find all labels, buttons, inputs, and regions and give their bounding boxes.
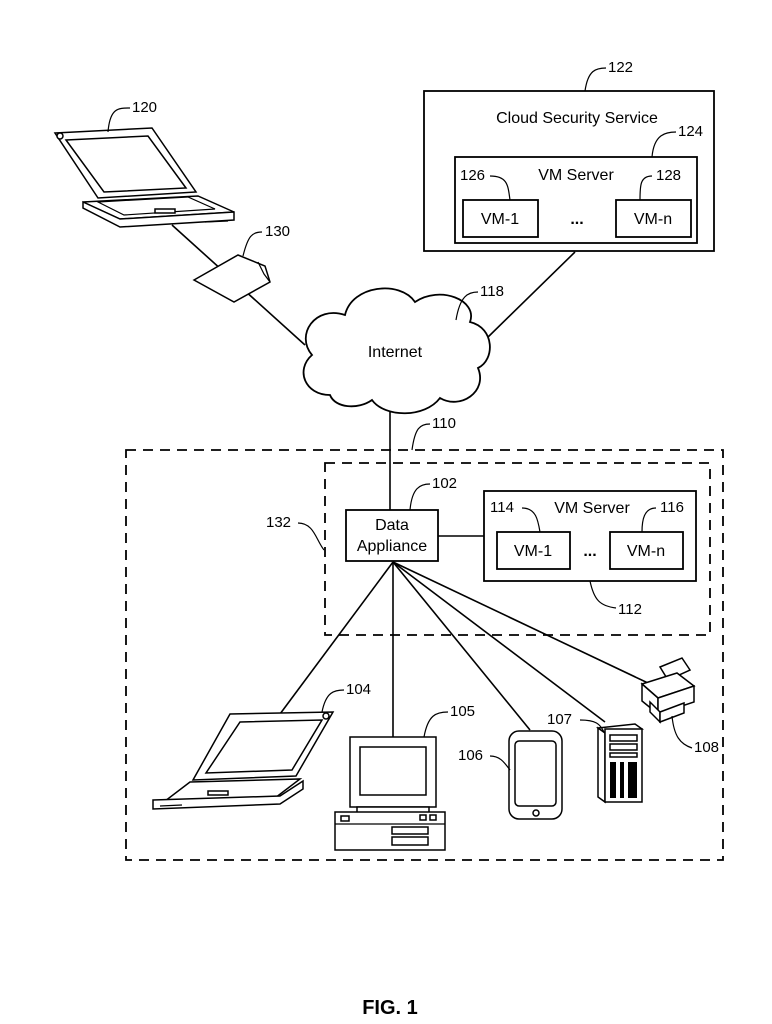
ref-122: 122 xyxy=(608,59,633,76)
ref-102: 102 xyxy=(432,475,457,492)
appliance-label-line1: Data xyxy=(375,517,409,534)
ref-114: 114 xyxy=(490,499,514,516)
enterprise-vm-server-title: VM Server xyxy=(554,500,630,517)
cloud-vm-server-title: VM Server xyxy=(538,167,614,184)
ref-120: 120 xyxy=(132,99,157,116)
enterprise-vm-n-label: VM-n xyxy=(627,543,665,560)
desktop-105 xyxy=(335,737,445,850)
enterprise-vm-1-label: VM-1 xyxy=(514,543,552,560)
ref-126: 126 xyxy=(460,167,485,184)
message-130 xyxy=(194,255,270,302)
ref-118: 118 xyxy=(480,283,504,300)
cloud-vm-n-label: VM-n xyxy=(634,211,672,228)
ref-104: 104 xyxy=(346,681,371,698)
printer-108 xyxy=(642,658,694,722)
link-appliance-server107 xyxy=(393,562,605,722)
ref-132: 132 xyxy=(266,514,291,531)
ref-128: 128 xyxy=(656,167,681,184)
appliance-label-line2: Appliance xyxy=(357,538,427,555)
figure-caption: FIG. 1 xyxy=(362,997,418,1019)
laptop-104 xyxy=(153,712,333,809)
ref-112: 112 xyxy=(618,601,642,618)
ref-110: 110 xyxy=(432,415,456,432)
internet-cloud: Internet xyxy=(304,288,490,413)
cloud-vm-ellipsis: ... xyxy=(570,211,583,228)
ref-130: 130 xyxy=(265,223,290,240)
ref-124: 124 xyxy=(678,123,703,140)
data-appliance: Data Appliance xyxy=(346,510,438,561)
ref-107: 107 xyxy=(547,711,572,728)
laptop-120 xyxy=(55,128,234,227)
cloud-vm-1-label: VM-1 xyxy=(481,211,519,228)
ref-116: 116 xyxy=(660,499,684,516)
ref-108: 108 xyxy=(694,739,719,756)
server-107 xyxy=(598,724,642,802)
phone-106 xyxy=(509,731,562,819)
cloud-service-title: Cloud Security Service xyxy=(496,110,658,127)
ref-106: 106 xyxy=(458,747,483,764)
ref-105: 105 xyxy=(450,703,475,720)
internet-label: Internet xyxy=(368,344,423,361)
enterprise-vm-ellipsis: ... xyxy=(583,543,596,560)
